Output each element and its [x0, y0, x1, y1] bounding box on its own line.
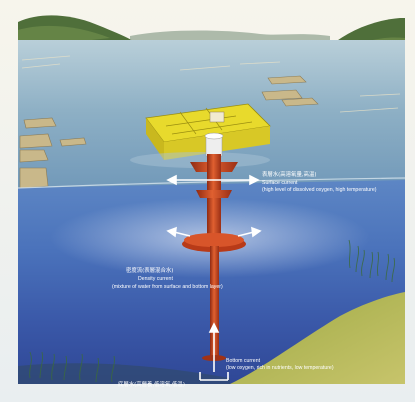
upwelling-pipe — [182, 132, 246, 361]
buoy-lines — [21, 55, 401, 113]
flow-arrows — [166, 174, 262, 381]
labels: 表層水(高溶氧量,高溫) Surface current (high level… — [112, 170, 377, 388]
surface-label-cjk: 表層水(高溶氧量,高溫) — [262, 170, 316, 178]
surface-line — [17, 177, 406, 189]
seabed — [230, 292, 405, 384]
surface-current-desc: (high level of dissolved oxygen, high te… — [262, 187, 377, 193]
fish-farm-rafts — [19, 75, 319, 189]
density-current-label: Density current — [138, 276, 173, 282]
density-label-cjk: 密度流(表層混合水) — [126, 266, 173, 274]
seagrass — [29, 239, 395, 383]
bottom-label-cjk: 底層水(高營養,低溶氧,低溫) — [118, 380, 185, 388]
seabed-dark — [18, 363, 230, 384]
density-current-desc: (mixture of water from surface and botto… — [112, 284, 223, 290]
bottom-current-desc: (low oxygen, rich in nutrients, low temp… — [226, 365, 334, 371]
surface-current-label: Surface current — [262, 180, 298, 186]
bottom-current-label: Bottom current — [226, 358, 261, 364]
